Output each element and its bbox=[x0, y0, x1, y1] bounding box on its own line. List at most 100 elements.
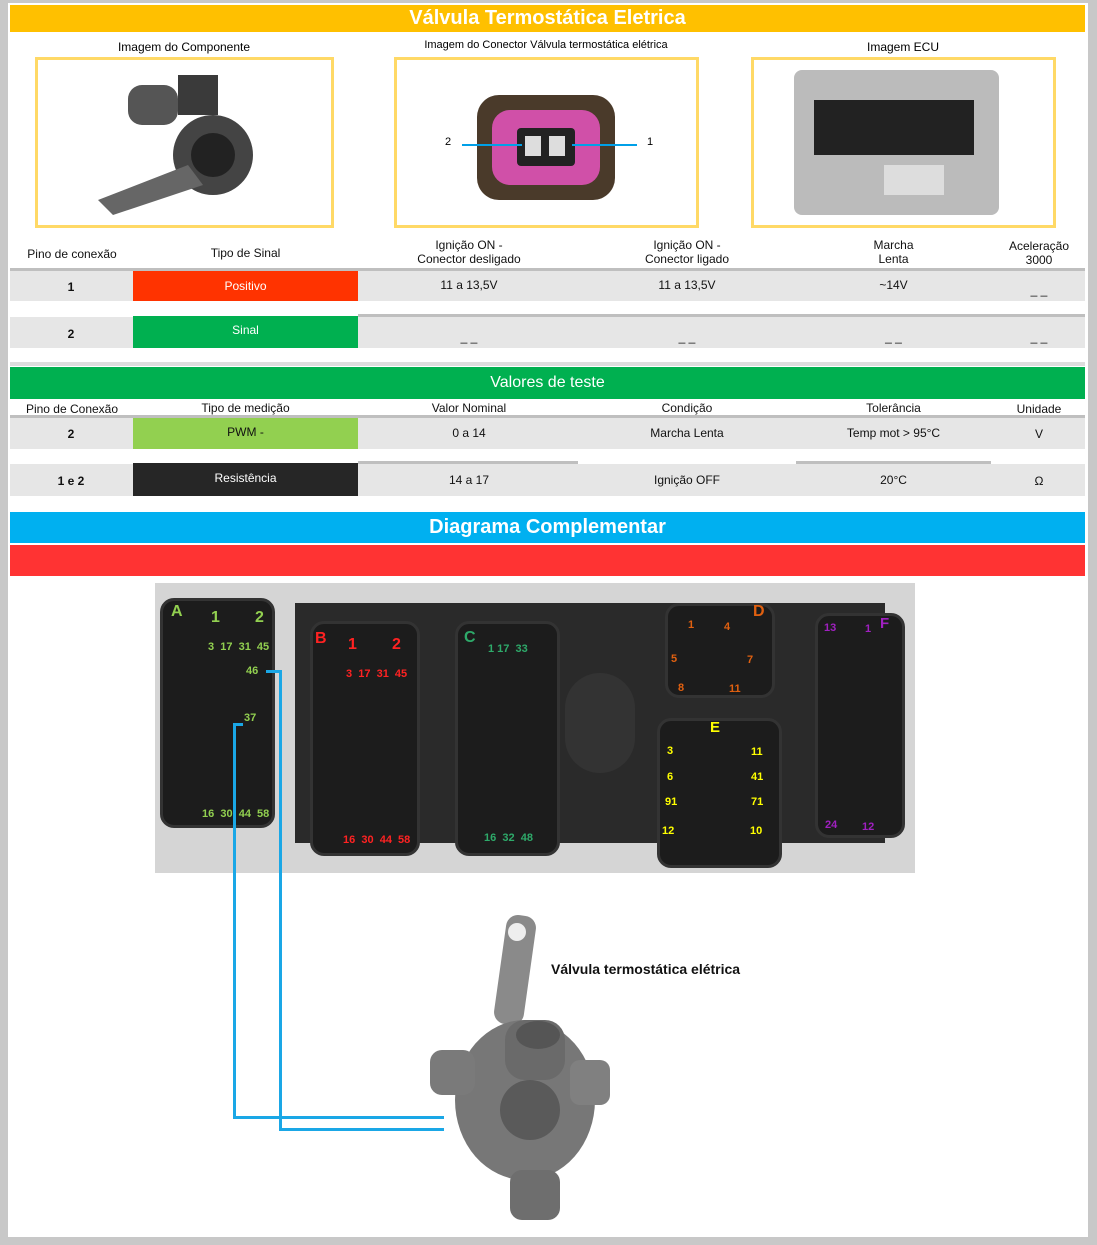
pin-label: 16 30 44 58 bbox=[202, 808, 270, 820]
pin-46-label: 46 bbox=[246, 665, 259, 677]
valve-picture-icon bbox=[98, 75, 253, 215]
connector-A-label: A bbox=[171, 603, 183, 620]
test-values-title: Valores de teste bbox=[10, 367, 1085, 399]
pin-label: 1 17 33 bbox=[488, 643, 528, 655]
pin-label: 3 17 31 45 bbox=[208, 641, 270, 653]
th-accel: Aceleração 3000 bbox=[1008, 239, 1070, 267]
th-signal: Tipo de Sinal bbox=[210, 246, 281, 260]
connector-picture-icon bbox=[462, 95, 637, 200]
wire-46 bbox=[279, 1128, 444, 1131]
connector-image: 2 1 bbox=[394, 57, 699, 228]
value: 14 a 17 bbox=[448, 473, 490, 487]
diagram-title: Diagrama Complementar bbox=[10, 512, 1085, 543]
value: _ _ bbox=[885, 330, 902, 344]
th-ign-on: Ignição ON - Conector ligado bbox=[644, 238, 730, 266]
signal-badge: Sinal bbox=[133, 316, 358, 348]
pin-label: 71 bbox=[751, 796, 764, 808]
value: Ignição OFF bbox=[653, 473, 721, 487]
wire-37 bbox=[233, 723, 236, 1118]
pin: 2 bbox=[67, 327, 75, 341]
value: V bbox=[1034, 427, 1043, 441]
value: Temp mot > 95°C bbox=[846, 426, 941, 440]
table-row: 2 Sinal _ _ _ _ _ _ _ _ bbox=[10, 316, 1085, 348]
pin-label: 41 bbox=[751, 771, 764, 783]
ecu-image bbox=[751, 57, 1056, 228]
value: 11 a 13,5V bbox=[440, 278, 498, 292]
connector-B bbox=[310, 621, 420, 856]
divider bbox=[796, 461, 991, 464]
value: _ _ bbox=[678, 330, 696, 344]
value: _ _ bbox=[1030, 330, 1048, 344]
divider bbox=[10, 362, 1085, 366]
value: _ _ bbox=[1030, 283, 1048, 297]
pin-label: 4 bbox=[724, 621, 731, 633]
pin-label: 91 bbox=[665, 796, 678, 808]
component-image bbox=[35, 57, 334, 228]
type-badge: PWM - bbox=[133, 418, 358, 449]
pin-label: 11 bbox=[729, 683, 741, 695]
divider bbox=[10, 268, 1085, 271]
thermostat-valve-icon bbox=[430, 915, 610, 1220]
wire-37 bbox=[233, 1116, 444, 1119]
connector-B-label: B bbox=[315, 630, 327, 647]
pin-label: 1 bbox=[865, 623, 872, 635]
pin-label: 12 bbox=[662, 825, 675, 837]
ecu-boss bbox=[565, 673, 635, 773]
pin-label: 6 bbox=[667, 771, 674, 783]
table-row: 2 PWM - 0 a 14 Marcha Lenta Temp mot > 9… bbox=[10, 418, 1085, 449]
th-tolerance: Tolerância bbox=[866, 401, 921, 415]
pin: 1 bbox=[67, 280, 75, 294]
ecu-image-label: Imagem ECU bbox=[866, 40, 940, 54]
pin: 2 bbox=[67, 427, 75, 441]
table-row: 1 e 2 Resistência 14 a 17 Ignição OFF 20… bbox=[10, 463, 1085, 496]
th-nominal: Valor Nominal bbox=[431, 401, 507, 415]
type-badge: Resistência bbox=[133, 463, 358, 496]
connector-A bbox=[160, 598, 275, 828]
connector-pin-2-label: 2 bbox=[445, 136, 452, 148]
th-unit: Unidade bbox=[1016, 402, 1062, 416]
connector-pin-1-label: 1 bbox=[647, 136, 654, 148]
pin-label: 3 bbox=[667, 745, 674, 757]
value: 20°C bbox=[880, 473, 907, 487]
connector-D-label: D bbox=[753, 603, 765, 620]
page-title: Válvula Termostática Eletrica bbox=[10, 5, 1085, 32]
connector-F bbox=[815, 613, 905, 838]
th-type: Tipo de medição bbox=[201, 401, 290, 415]
value: 11 a 13,5V bbox=[658, 278, 716, 292]
th-idle: Marcha Lenta bbox=[873, 238, 914, 266]
pin-label: 24 bbox=[825, 819, 838, 831]
wire-37 bbox=[233, 723, 243, 726]
pin-label: 5 bbox=[671, 653, 678, 665]
pin-label: 3 17 31 45 bbox=[346, 668, 408, 680]
connector-C-label: C bbox=[464, 629, 476, 646]
table-row: 1 Positivo 11 a 13,5V 11 a 13,5V ~14V _ … bbox=[10, 271, 1085, 301]
connector-image-label: Imagem do Conector Válvula termostática … bbox=[424, 39, 668, 51]
value: _ _ bbox=[460, 330, 478, 344]
pin-37-label: 37 bbox=[244, 712, 257, 724]
value: Ω bbox=[1034, 474, 1044, 488]
pin-label: 2 bbox=[255, 609, 264, 626]
red-bar bbox=[10, 545, 1085, 576]
connector-D bbox=[665, 603, 775, 698]
pin-label: 1 bbox=[348, 636, 357, 653]
pin-label: 8 bbox=[678, 682, 685, 694]
valve-label: Válvula termostática elétrica bbox=[551, 961, 741, 977]
th-pin: Pino de conexão bbox=[27, 247, 117, 261]
pin-label: 16 32 48 bbox=[484, 832, 533, 844]
pin-label: 2 bbox=[392, 636, 401, 653]
signal-badge: Positivo bbox=[133, 271, 358, 301]
th-ign-off: Ignição ON - Conector desligado bbox=[417, 238, 521, 266]
divider bbox=[358, 314, 1085, 317]
ecu-picture-icon bbox=[794, 70, 999, 215]
value: 0 a 14 bbox=[452, 426, 486, 440]
component-image-label: Imagem do Componente bbox=[117, 40, 251, 54]
ecu-connector-photo: A 1 2 3 17 31 45 46 37 16 30 44 58 B 1 2… bbox=[155, 583, 915, 873]
divider bbox=[10, 415, 1085, 418]
pin-label: 10 bbox=[750, 825, 763, 837]
pin: 1 e 2 bbox=[57, 474, 85, 488]
connector-E-label: E bbox=[710, 719, 721, 736]
pin-label: 7 bbox=[747, 654, 754, 666]
pin-label: 16 30 44 58 bbox=[343, 834, 411, 846]
th-condition: Condição bbox=[661, 401, 713, 415]
value: Marcha Lenta bbox=[650, 426, 724, 440]
